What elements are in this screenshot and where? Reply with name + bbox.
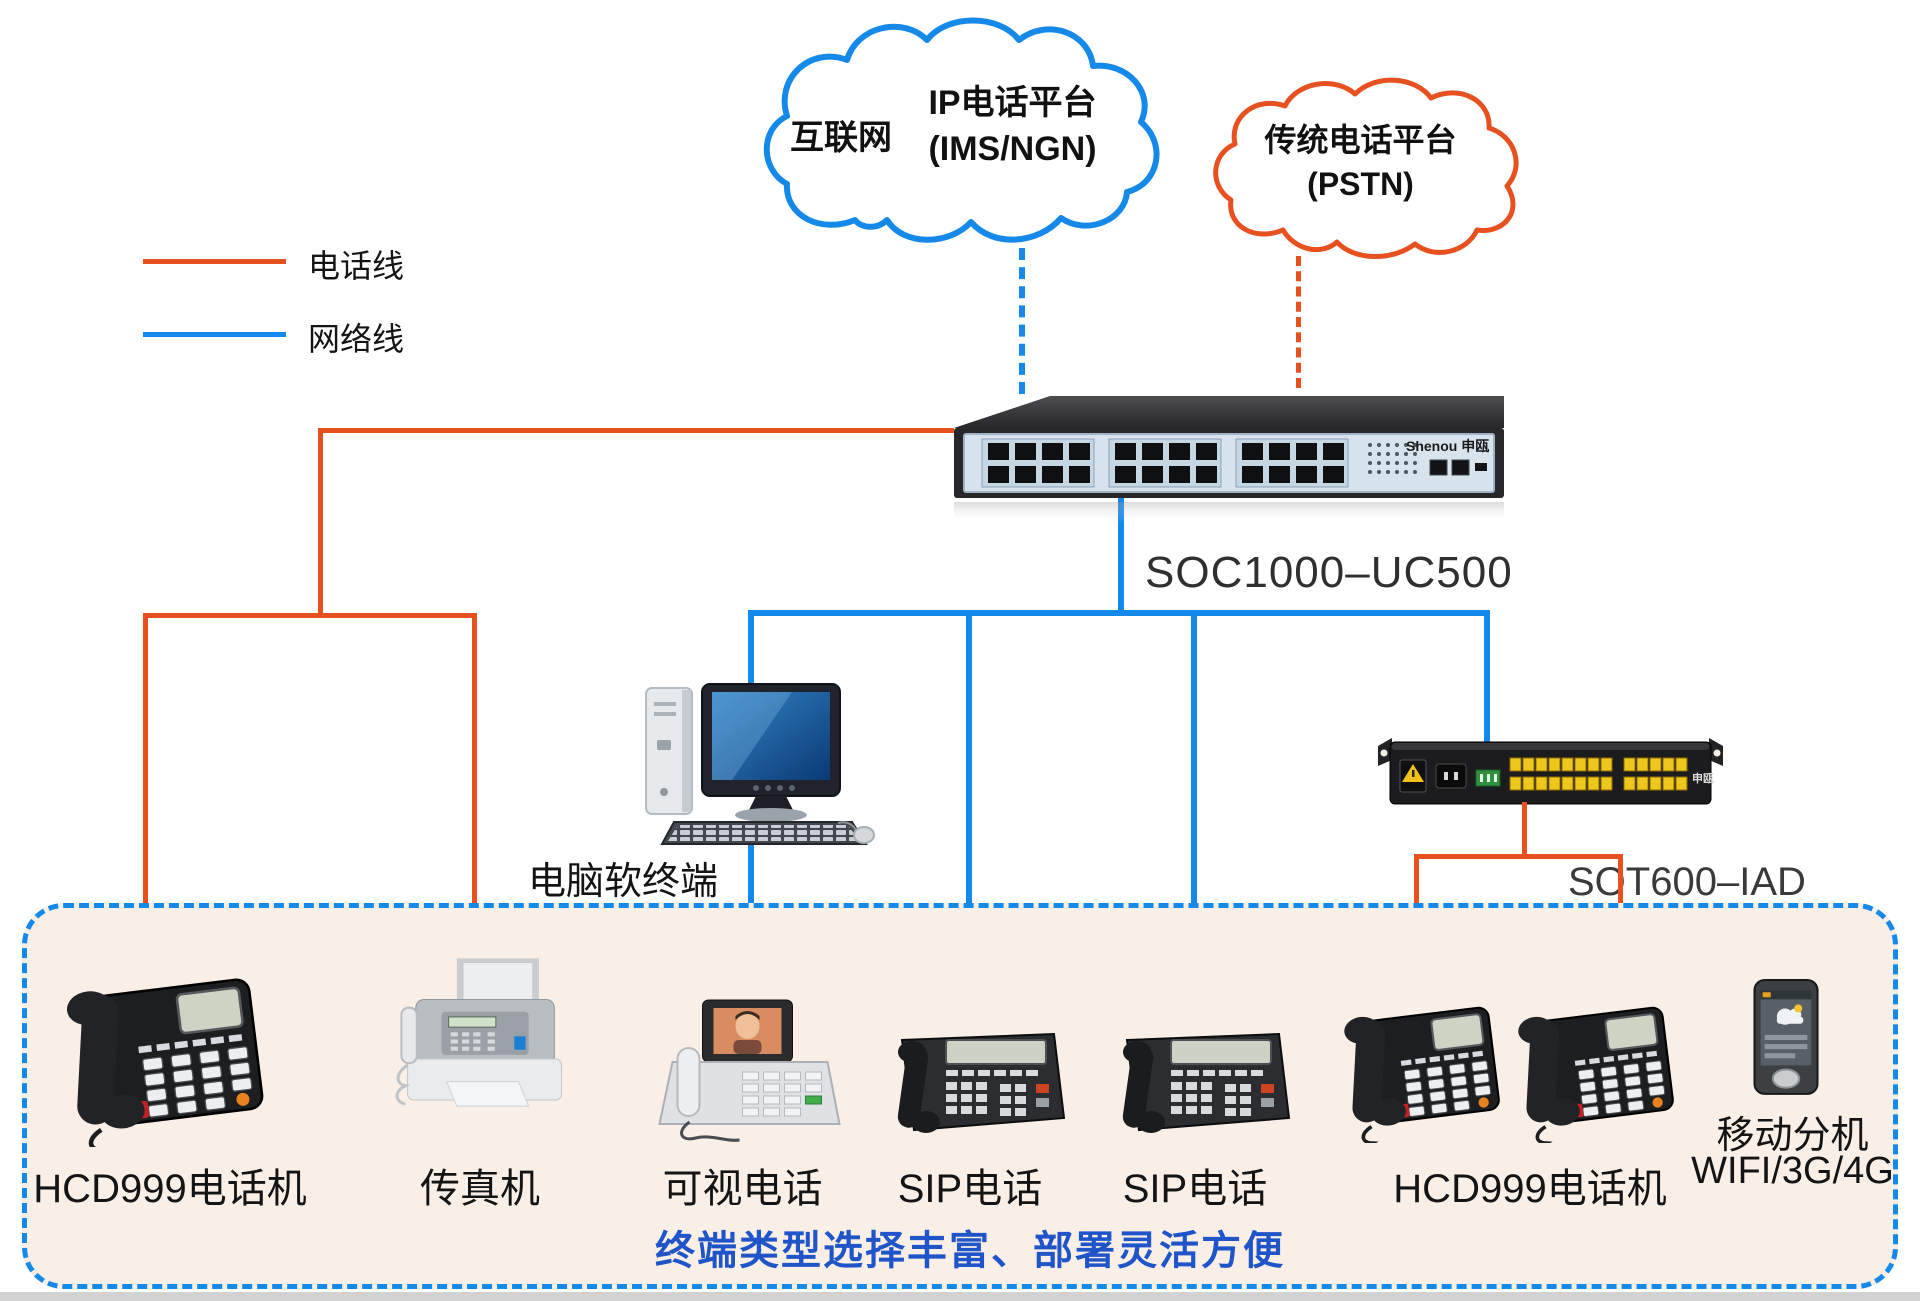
ip-platform-line2: (IMS/NGN) [928, 130, 1097, 168]
sot600-iad-image [1378, 738, 1723, 805]
sip-phone-image-1 [897, 1032, 1066, 1133]
fax-machine-image [395, 958, 563, 1107]
bottom-edge-bar [0, 1292, 1920, 1301]
legend-phone-line-label: 电话线 [308, 248, 405, 284]
phone-line-drop-hcd999 [143, 613, 148, 960]
pstn-platform-line2: (PSTN) [1307, 166, 1414, 202]
sip-phone-image-2 [1122, 1032, 1291, 1133]
phone-line-left-bus [143, 613, 477, 618]
terminal-label-hcd999-2: HCD999电话机 [1393, 1167, 1667, 1211]
phone-line-iad-bus [1414, 854, 1623, 859]
hcd999-phone-image-3 [1518, 1006, 1674, 1143]
phone-line-iad-stub [1522, 802, 1527, 858]
network-line-drop-iad [1484, 610, 1490, 744]
network-line-drop-sip1 [966, 610, 972, 1034]
network-line-bus [748, 610, 1490, 616]
phone-line-drop-fax [472, 613, 477, 955]
ip-platform-line1: IP电话平台 [928, 84, 1097, 122]
computer-label: 电脑软终端 [528, 861, 719, 903]
switch-brand-text: Shenou 申瓯 [1406, 438, 1490, 454]
terminal-label-sip1: SIP电话 [897, 1167, 1043, 1211]
iad-brand-text: 申瓯 [1692, 773, 1714, 785]
soc1000-switch-image [954, 396, 1504, 524]
computer-image [645, 683, 875, 845]
phone-line-left-riser [318, 428, 323, 618]
hcd999-phone-image-2 [1344, 1006, 1500, 1143]
video-phone-image [658, 999, 841, 1142]
legend-network-line-swatch [143, 332, 286, 337]
terminal-label-mobile-line2: WIFI/3G/4G [1691, 1150, 1894, 1192]
pstn-platform-label: 传统电话平台 (PSTN) [1238, 118, 1483, 206]
pstn-cloud-shape [1213, 77, 1519, 259]
internet-cloud-shape [763, 17, 1160, 243]
terminal-label-fax: 传真机 [420, 1167, 540, 1211]
terminal-label-hcd999-1: HCD999电话机 [33, 1167, 307, 1211]
terminal-label-mobile-line1: 移动分机 [1716, 1115, 1869, 1157]
internet-uplink-dashed-line [1019, 248, 1025, 394]
mobile-extension-image [1753, 979, 1819, 1095]
sot600-label: SOT600–IAD [1568, 860, 1806, 904]
legend-network-line-label: 网络线 [308, 321, 405, 357]
network-line-drop-computer [748, 610, 754, 692]
pstn-platform-line1: 传统电话平台 [1264, 122, 1457, 158]
internet-cloud-label: 互联网 [790, 119, 892, 157]
ip-platform-label: IP电话平台 (IMS/NGN) [895, 80, 1130, 172]
network-line-drop-sip2 [1191, 610, 1197, 1034]
terminal-zone-caption: 终端类型选择丰富、部署灵活方便 [655, 1229, 1285, 1273]
hcd999-phone-image-1 [66, 978, 264, 1147]
terminal-label-sip2: SIP电话 [1122, 1167, 1268, 1211]
network-line-switch-feed [1118, 498, 1124, 614]
terminal-label-videophone: 可视电话 [662, 1167, 823, 1211]
pstn-uplink-dashed-line [1296, 256, 1301, 388]
legend-phone-line-swatch [143, 259, 286, 264]
soc1000-label: SOC1000–UC500 [1145, 548, 1513, 597]
phone-line-switch-west [318, 428, 954, 433]
